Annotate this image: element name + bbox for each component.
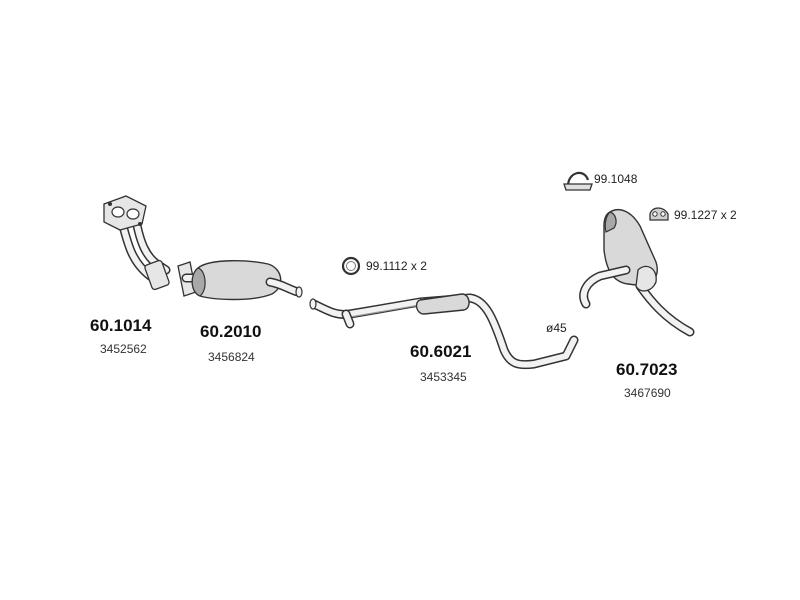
ring-gasket-icon (341, 256, 361, 276)
reference-middle-pipe: 3453345 (420, 370, 467, 384)
accessory-label-pipe-clamp: 99.1048 (594, 172, 638, 186)
part-number-front-silencer: 60.2010 (200, 322, 262, 341)
reference-rear-silencer: 3467690 (624, 386, 671, 400)
u-clamp-icon (563, 171, 593, 191)
reference-front-silencer: 3456824 (208, 350, 255, 364)
rear-silencer-drawing (579, 208, 695, 337)
middle-pipe-drawing (309, 293, 579, 370)
part-number-rear-silencer: 60.7023 (616, 360, 678, 379)
part-number-middle-pipe: 60.6021 (410, 342, 472, 361)
diameter-label: ø45 (546, 321, 567, 335)
rubber-hanger-icon (649, 207, 669, 221)
front-pipe-drawing (103, 195, 171, 291)
front-silencer-drawing (177, 260, 303, 301)
accessory-label-gasket-ring: 99.1112 x 2 (366, 259, 427, 273)
accessory-label-rubber-hanger: 99.1227 x 2 (674, 208, 737, 222)
reference-front-pipe: 3452562 (100, 342, 147, 356)
part-number-front-pipe: 60.1014 (90, 316, 152, 335)
